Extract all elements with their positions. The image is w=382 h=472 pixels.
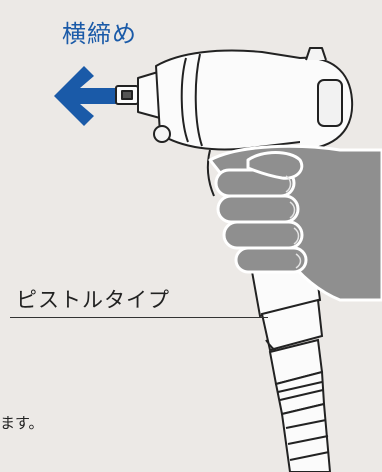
tool-type-label: ピストルタイプ xyxy=(16,284,170,314)
air-hose xyxy=(262,300,330,472)
caption-fragment: ます。 xyxy=(0,412,44,433)
left-arrow-icon xyxy=(54,66,118,126)
label-underline xyxy=(10,317,268,318)
